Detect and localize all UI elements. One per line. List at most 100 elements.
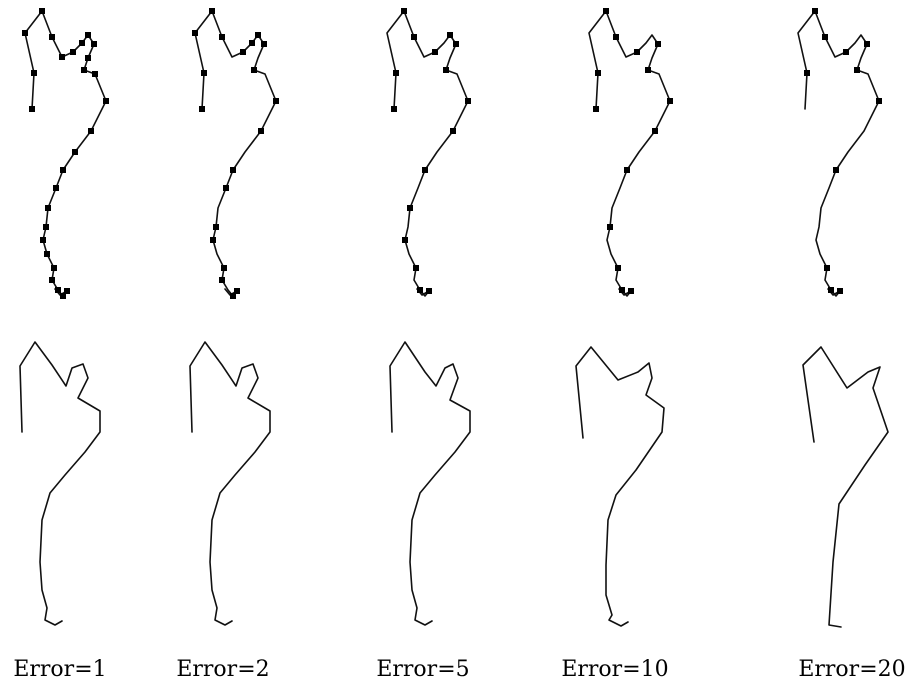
simplified-outline-curve [575,346,665,627]
top-outline-curve [194,10,277,297]
control-point-marker [240,49,246,55]
caption-error-20: Error=20 [798,657,906,682]
control-point-marker [854,67,860,73]
control-point-marker [824,265,830,271]
control-point-marker [667,98,673,104]
control-point-marker [833,167,839,173]
control-point-marker [103,98,109,104]
control-point-marker [593,106,599,112]
control-point-marker [219,34,225,40]
control-point-marker [804,70,810,76]
control-point-marker [595,70,601,76]
caption-error-5: Error=5 [376,657,470,682]
control-point-marker [603,8,609,14]
control-point-marker [443,67,449,73]
control-point-marker [64,288,70,294]
bottom-panel-4 [575,346,665,627]
control-point-marker [393,70,399,76]
control-point-marker [417,287,423,293]
control-point-marker [59,54,65,60]
control-point-marker [223,185,229,191]
control-point-marker [201,70,207,76]
top-outline-curve [797,10,880,297]
control-point-marker [85,55,91,61]
simplified-outline-curve [189,341,271,626]
control-point-marker [413,265,419,271]
control-point-marker [812,8,818,14]
control-point-marker [234,288,240,294]
control-point-marker [79,40,85,46]
control-point-marker [209,8,215,14]
control-point-marker [91,41,97,47]
control-point-marker [199,106,205,112]
control-point-marker [407,205,413,211]
control-point-marker [837,288,843,294]
top-outline-curve [24,10,107,297]
control-point-marker [828,287,834,293]
control-point-marker [49,277,55,283]
control-point-marker [60,293,66,299]
control-point-marker [230,293,236,299]
top-panel-1 [22,8,109,299]
control-point-marker [249,40,255,46]
caption-error-2: Error=2 [176,657,270,682]
bottom-row-curves [19,341,889,628]
top-outline-curve [386,10,469,297]
control-point-marker [628,288,634,294]
control-point-marker [876,98,882,104]
control-point-marker [213,224,219,230]
control-point-marker [85,32,91,38]
control-point-marker [221,265,227,271]
control-point-marker [607,224,613,230]
control-point-marker [70,49,76,55]
top-panel-5 [797,8,882,297]
control-point-marker [426,288,432,294]
control-point-marker [655,41,661,47]
control-point-marker [49,34,55,40]
control-point-marker [422,167,428,173]
control-point-marker [88,128,94,134]
control-point-marker [465,98,471,104]
top-outline-curve [588,10,671,297]
control-point-marker [60,167,66,173]
control-point-marker [255,32,261,38]
control-point-marker [453,41,459,47]
top-panel-2 [192,8,279,299]
control-point-marker [619,287,625,293]
control-point-marker [72,149,78,155]
control-point-marker [210,237,216,243]
control-point-marker [411,34,417,40]
control-point-marker [43,224,49,230]
control-point-marker [391,106,397,112]
control-point-marker [258,128,264,134]
bottom-panel-5 [802,346,889,628]
control-point-marker [634,49,640,55]
top-panel-4 [588,8,673,297]
control-point-marker [261,41,267,47]
control-point-marker [402,237,408,243]
control-point-marker [53,185,59,191]
top-panel-3 [386,8,471,297]
control-point-marker [652,128,658,134]
simplified-outline-curve [389,341,471,626]
control-point-marker [645,67,651,73]
bottom-panel-3 [389,341,471,626]
control-point-marker [230,167,236,173]
bottom-panel-1 [19,341,101,626]
control-point-marker [39,8,45,14]
top-row-curves [22,8,882,299]
control-point-marker [29,106,35,112]
control-point-marker [822,34,828,40]
control-point-marker [51,265,57,271]
control-point-marker [624,167,630,173]
control-point-marker [864,41,870,47]
simplified-outline-curve [19,341,101,626]
control-point-marker [273,98,279,104]
control-point-marker [92,71,98,77]
control-point-marker [40,237,46,243]
bottom-panel-2 [189,341,271,626]
caption-error-1: Error=1 [13,657,107,682]
control-point-marker [219,277,225,283]
caption-error-10: Error=10 [561,657,669,682]
